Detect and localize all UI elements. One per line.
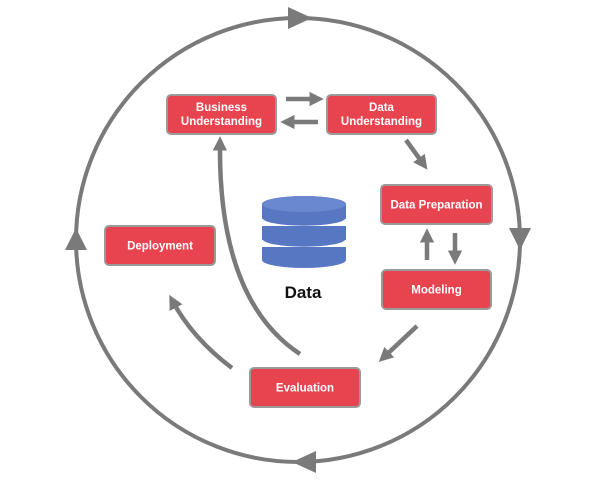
phase-evaluation-label: Evaluation [276,383,334,395]
cycle-arrowhead-left [65,228,87,250]
arrow-modeling-to-evaluation [378,324,419,362]
cycle-arrowhead-right [509,228,531,250]
arrow-data-understanding-to-preparation [404,138,428,170]
phase-business-understanding-line2: Understanding [181,116,262,128]
phase-data-understanding-line1: Data [369,102,395,114]
cycle-arrowhead-bottom [292,451,316,473]
phase-deployment: Deployment [104,225,216,266]
arrow-evaluation-to-business [212,136,302,356]
phase-deployment-label: Deployment [127,241,193,253]
phase-modeling: Modeling [381,269,492,310]
phase-data-preparation-label: Data Preparation [390,200,482,212]
phase-data-understanding: Data Understanding [326,94,437,135]
phase-evaluation: Evaluation [249,367,361,408]
phase-data-understanding-line2: Understanding [341,116,422,128]
phase-data-preparation: Data Preparation [380,184,493,225]
phase-business-understanding: Business Understanding [166,94,277,135]
database-icon [260,196,348,268]
cycle-arrowhead-top [288,7,312,29]
phase-business-understanding-line1: Business [196,102,247,114]
arrow-evaluation-to-deployment [169,294,234,370]
phase-modeling-label: Modeling [411,285,461,297]
center-data-label: Data [285,283,322,302]
